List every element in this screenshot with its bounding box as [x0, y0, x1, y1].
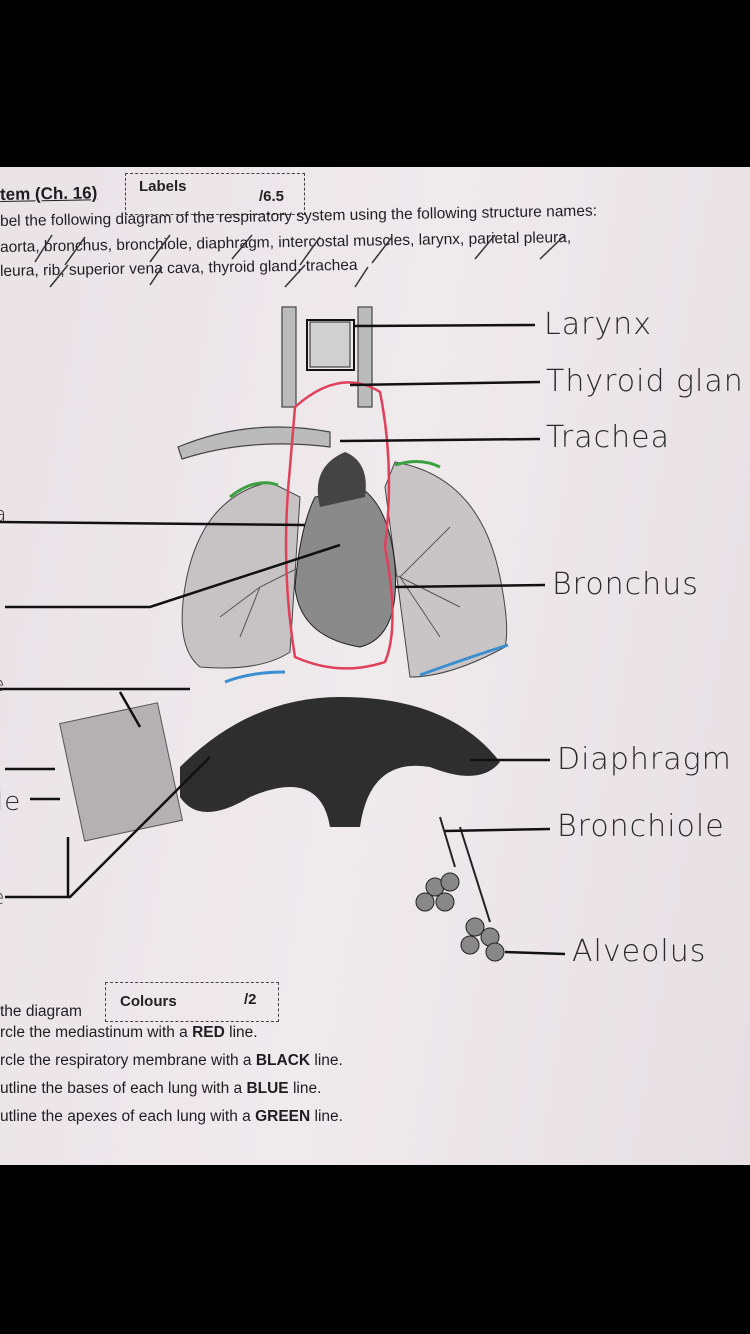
right-lung [181, 481, 301, 669]
label-larynx: Larynx [544, 307, 652, 342]
left-label-4: e [0, 885, 5, 909]
label-alveolus: Alveolus [572, 934, 707, 969]
label-thyroid-gland: Thyroid glan [546, 364, 744, 399]
colour-instruction-green: utline the apexes of each lung with a GR… [0, 1108, 343, 1125]
intercostal-tissue [59, 702, 184, 842]
labels-box-label: Labels [139, 178, 187, 195]
left-apex-green [394, 460, 441, 469]
colours-box-score: /2 [244, 991, 257, 1008]
left-label-3: le [0, 787, 22, 817]
label-trachea: Trachea [546, 420, 670, 455]
left-label-1: a [0, 502, 8, 526]
aorta [317, 452, 366, 507]
mediastinum-red-outline [284, 381, 394, 670]
colours-box-label: Colours [120, 993, 177, 1010]
worksheet-page: tem (Ch. 16) Labels /6.5 bel the followi… [0, 167, 750, 1165]
bronchial-tree [219, 526, 461, 638]
labels-score-box: Labels /6.5 [125, 173, 305, 215]
labels-box-score: /6.5 [259, 188, 285, 205]
right-base-blue [224, 670, 286, 684]
label-bronchiole: Bronchiole [557, 809, 725, 844]
right-apex-green [229, 481, 279, 499]
colour-instruction-black: rcle the respiratory membrane with a BLA… [0, 1052, 343, 1069]
label-diaphragm: Diaphragm [557, 742, 732, 777]
left-label-2: e [0, 672, 5, 696]
colours-intro: the diagram [0, 1003, 82, 1020]
heart [294, 486, 397, 648]
strike-marks [34, 234, 566, 288]
colours-score-box: Colours /2 [105, 982, 279, 1022]
diaphragm [180, 697, 500, 827]
left-base-blue [419, 643, 509, 677]
left-lung [384, 461, 508, 678]
colour-instruction-red: rcle the mediastinum with a RED line. [0, 1024, 258, 1041]
alveoli-cluster [415, 816, 505, 962]
respiratory-diagram [0, 234, 566, 962]
label-bronchus: Bronchus [552, 567, 699, 602]
leader-lines [0, 319, 566, 956]
colour-instruction-blue: utline the bases of each lung with a BLU… [0, 1080, 322, 1097]
neck-vessels [177, 306, 373, 460]
